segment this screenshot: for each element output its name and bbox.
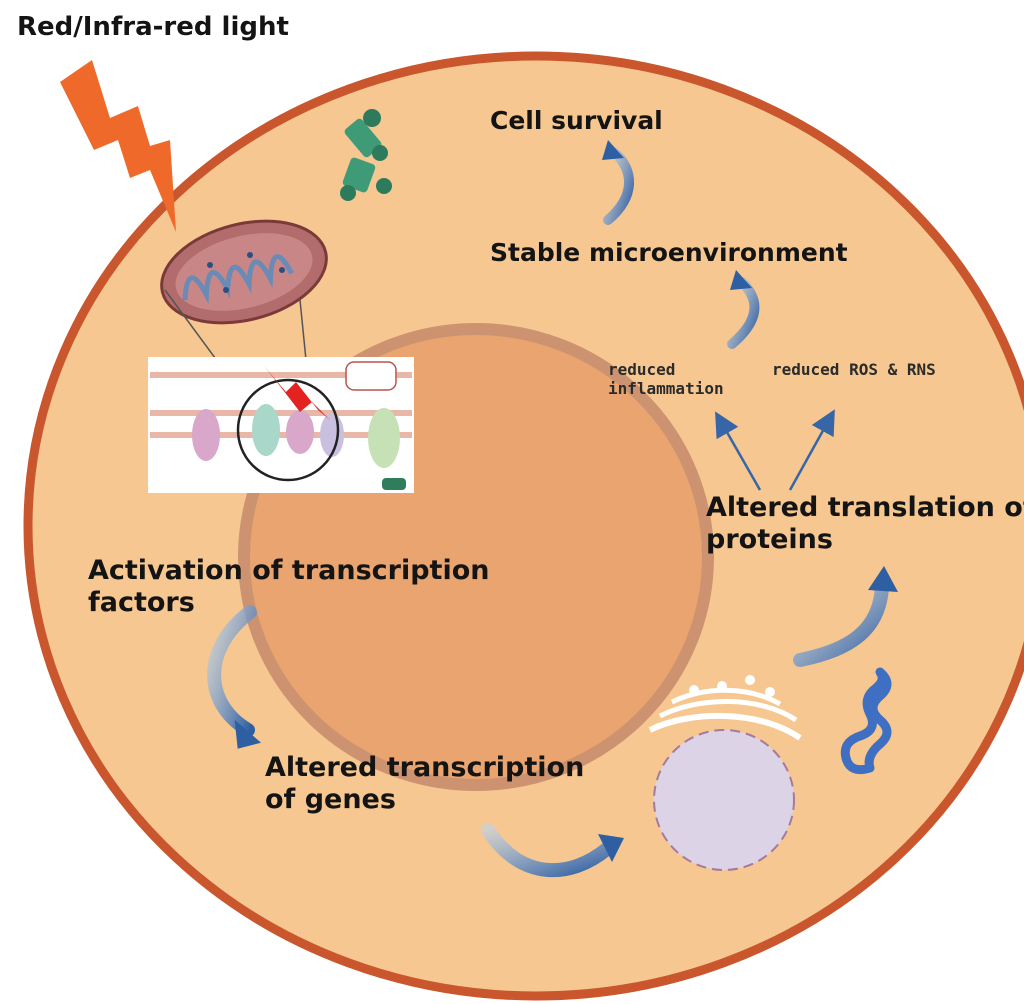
mitochondrion-icon [160, 219, 328, 325]
cell-survival-label: Cell survival [490, 106, 663, 135]
electron-transport-chain-inset [148, 289, 414, 493]
arrow-activation-to-transcription [207, 605, 262, 749]
arrow-er-to-translation [793, 566, 898, 667]
stable-microenvironment-label: Stable microenvironment [490, 238, 848, 267]
protein-icon [840, 667, 892, 775]
light-source-label: Red/Infra-red light [17, 12, 289, 42]
endoplasmic-reticulum-icon [648, 675, 802, 741]
arrow-to-survival [602, 140, 634, 225]
arrow-translation-to-ros [788, 409, 835, 491]
altered-transcription-label: Altered transcription of genes [265, 752, 585, 815]
arrow-transcription-to-er [481, 823, 624, 878]
arrow-to-microenvironment [727, 270, 760, 349]
arrow-translation-to-inflammation [715, 411, 762, 491]
lightning-bolt-icon [60, 60, 176, 232]
activation-label: Activation of transcription factors [88, 555, 490, 618]
vesicle-icon [653, 729, 795, 871]
reduced-inflammation-label: reduced inflammation [608, 360, 724, 398]
microtubule-icon [340, 109, 392, 201]
reduced-ros-rns-label: reduced ROS & RNS [772, 360, 936, 379]
altered-translation-label: Altered translation of proteins [706, 492, 1024, 555]
